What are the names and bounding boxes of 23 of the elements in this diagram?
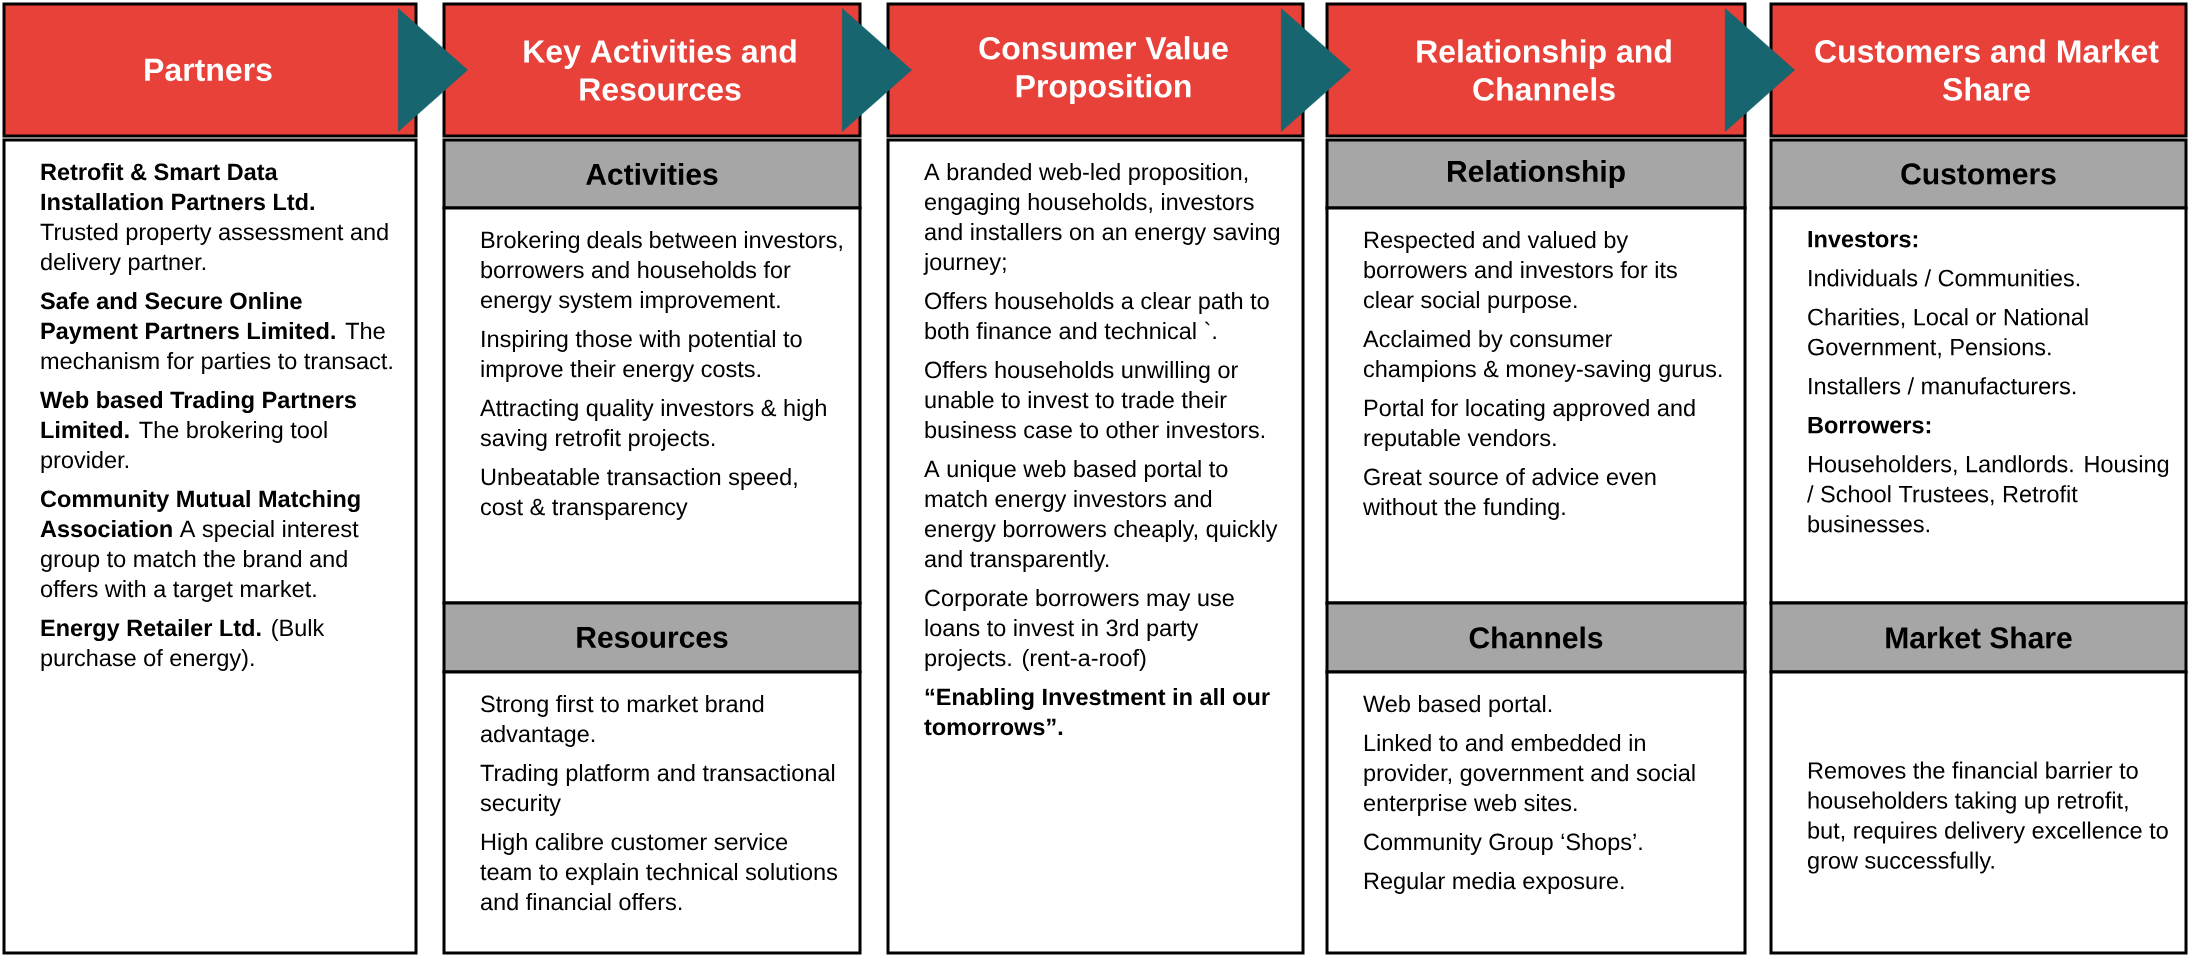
- text-box: Respected and valued by borrowers and investors for its clear social purpose. Acclaimed by consumer champions & money-saving gurus. Portal for locating approved and reputable vendors. Great source of advice even without the funding.: [1325, 206, 1747, 605]
- section-header: Relationship: [1325, 138, 1747, 210]
- chevron-arrow: [1280, 8, 1351, 132]
- chevron-arrow: [841, 8, 912, 132]
- text-box: Investors: Individuals / Communities. Charities, Local or National Government, Pensions. Installers / manufacturers. Borrowers: Householders, Landlords. Housing / School Trustees, Retrofit businesses.: [1769, 206, 2188, 605]
- text-box: Strong first to market brand advantage. Trading platform and transactional security High calibre customer service team to explain technical solutions and financial offers.: [442, 670, 862, 955]
- text-box: Retrofit & Smart Data Installation Partners Ltd. Trusted property assessment and delivery partner. Safe and Secure Online Payment Partners Limited. The mechanism for parties to transact. Web based Trading Partners Limited. The brokering tool provider. Community Mutual Matching Association A special interest group to match the brand and offers with a target market. Energy Retailer Ltd. (Bulk purchase of energy).: [2, 138, 418, 955]
- section-header: Market Share: [1769, 601, 2188, 674]
- column-header: Partners: [2, 2, 418, 138]
- section-header: Activities: [442, 138, 862, 210]
- text-box: Removes the financial barrier to householders taking up retrofit, but, requires delivery excellence to grow successfully.: [1769, 670, 2188, 955]
- column-header: Relationship and Channels: [1325, 2, 1747, 138]
- column-header: Key Activities and Resources: [442, 2, 862, 138]
- section-header: Channels: [1325, 601, 1747, 674]
- section-header: Customers: [1769, 138, 2188, 210]
- column-header: Consumer Value Proposition: [886, 2, 1305, 138]
- text-box: Web based portal. Linked to and embedded in provider, government and social enterprise web sites. Community Group ‘Shops’. Regular media exposure.: [1325, 670, 1747, 955]
- chevron-arrow: [1724, 8, 1795, 132]
- text-box: Brokering deals between investors, borrowers and households for energy system improvement. Inspiring those with potential to improve their energy costs. Attracting quality investors & high saving retrofit projects. Unbeatable transaction speed, cost & transparency: [442, 206, 862, 605]
- chevron-arrow: [397, 8, 468, 132]
- text-box: A branded web-led proposition, engaging households, investors and installers on an energy saving journey; Offers households a clear path to both finance and technical `. Offers households unwilling or unable to invest to trade their business case to other investors. A unique web based portal to match energy investors and energy borrowers cheaply, quickly and transparently. Corporate borrowers may use loans to invest in 3rd party projects. (rent-a-roof) “Enabling Investment in all our tomorrows”.: [886, 138, 1305, 955]
- column-header: Customers and Market Share: [1769, 2, 2188, 138]
- section-header: Resources: [442, 601, 862, 674]
